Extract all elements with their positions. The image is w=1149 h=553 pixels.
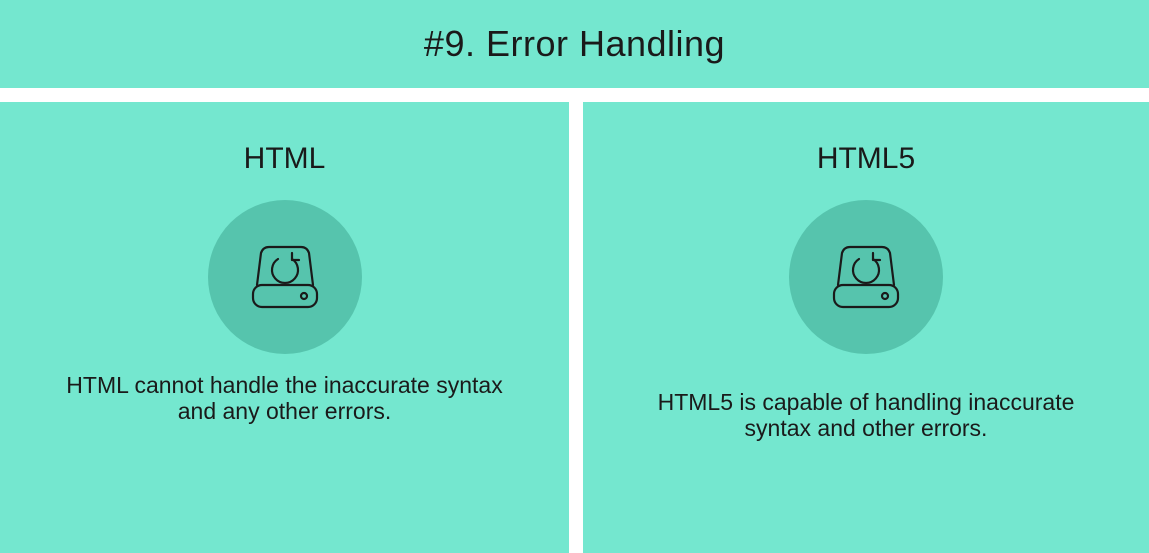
html-panel-title: HTML [243,142,326,175]
header-banner: #9. Error Handling [0,0,1149,88]
page-title: #9. Error Handling [423,23,726,64]
drive-restore-icon [207,200,362,354]
html-panel: HTML HTML cannot handle the inaccurate s… [0,102,569,553]
html5-panel: HTML5 HTML5 is capable of handling inacc… [583,102,1149,553]
html-panel-description: HTML cannot handle the inaccurate syntax… [66,372,503,424]
drive-restore-icon [789,200,943,354]
html5-panel-description: HTML5 is capable of handling inaccurate … [657,389,1075,441]
html5-panel-title: HTML5 [816,142,916,175]
